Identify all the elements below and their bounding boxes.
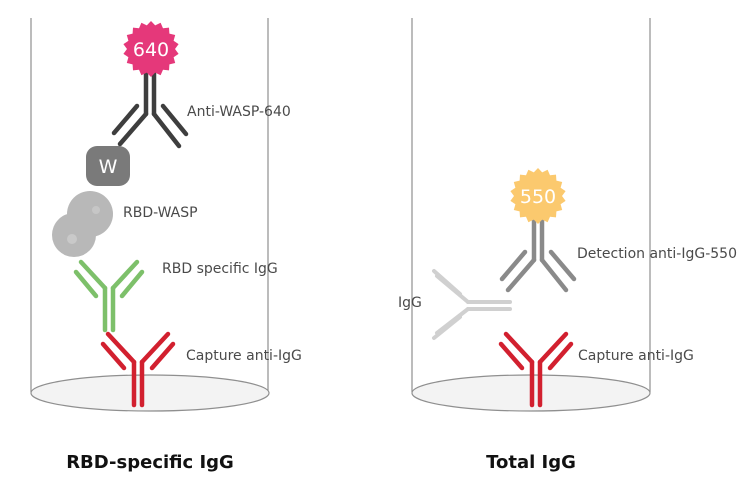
wasp-tag: W [86,146,130,186]
label-anti-wasp: Anti-WASP-640 [187,104,291,120]
label-rbd-specific-igg: RBD specific IgG [162,261,278,277]
label-rbd-wasp: RBD-WASP [123,205,198,221]
fluorophore-640-badge: 640 [123,21,179,77]
label-detection: Detection anti-IgG-550 [577,246,737,262]
wasp-tag-label: W [99,156,118,178]
left-capture-antibody [100,331,176,408]
fluorophore-640-burst [123,21,179,77]
label-igg: IgG [398,295,422,311]
igg-antibody [432,269,512,340]
left-caption: RBD-specific IgG [66,452,234,473]
label-right-capture: Capture anti-IgG [578,348,694,364]
anti-wasp-antibody [111,69,189,149]
right-capture-antibody [498,331,574,408]
fluorophore-550-burst [510,168,566,224]
right-caption: Total IgG [486,452,576,473]
rbd-wasp-protein [52,191,113,257]
label-left-capture: Capture anti-IgG [186,348,302,364]
rbd-specific-antibody [73,259,145,333]
fluorophore-550-badge: 550 [510,168,566,224]
left-well-floor [30,374,270,412]
left-well [30,18,270,412]
fluorophore-640-label: 640 [133,39,169,61]
detection-antibody [499,215,577,293]
fluorophore-550-label: 550 [520,186,556,208]
